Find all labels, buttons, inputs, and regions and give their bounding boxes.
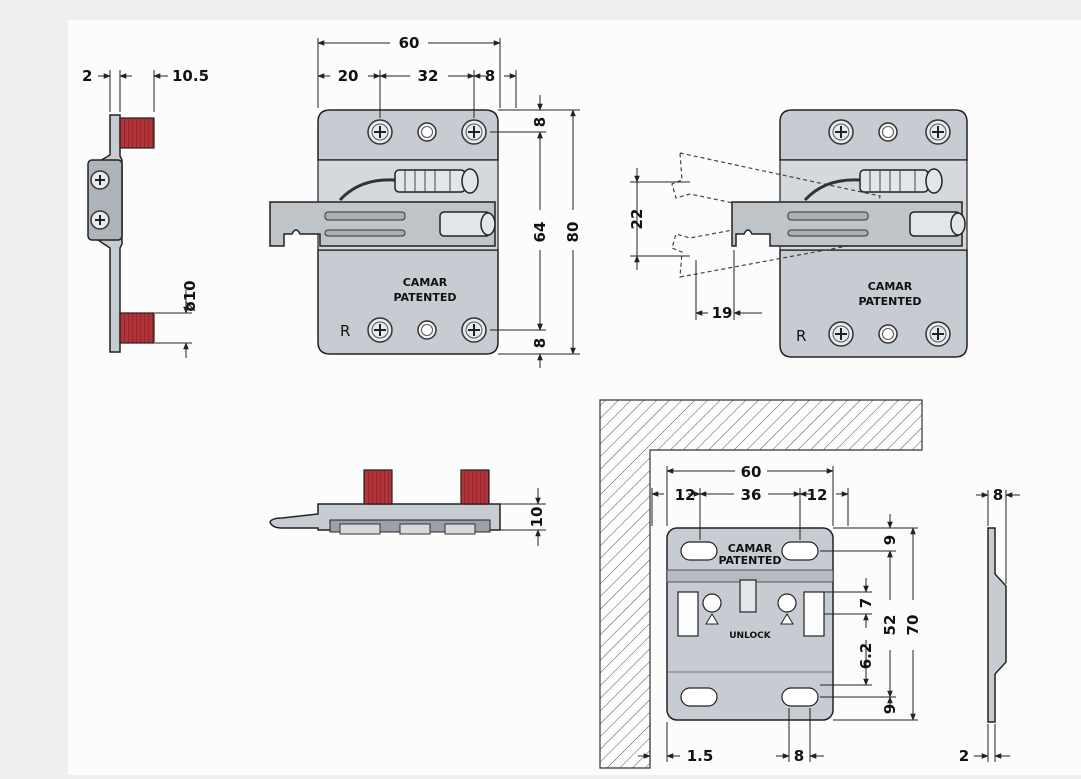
side-screw-top <box>90 170 110 190</box>
dim-adjust-travel: 19 <box>712 304 733 322</box>
dim-front-spacing: 32 <box>418 67 439 85</box>
dim-adjust-angle: 22 <box>628 209 646 230</box>
threaded-stud-bottom <box>119 312 155 344</box>
dim-plate-edge: 1.5 <box>687 747 714 765</box>
front-side-letter: R <box>340 322 350 340</box>
dim-plate-inner: 52 <box>881 615 899 636</box>
dim-plate-slot-height: 7 <box>857 598 875 608</box>
adjust-patented: PATENTED <box>858 295 921 308</box>
mount-screw-bottom-left <box>367 317 393 343</box>
bottom-view: 10 <box>269 469 546 546</box>
mount-screw-top-right <box>461 119 487 145</box>
bottom-stud-left <box>363 469 393 505</box>
mount-screw-top-left <box>367 119 393 145</box>
dim-side-plate-depth: 8 <box>993 486 1003 504</box>
front-patented: PATENTED <box>393 291 456 304</box>
side-screw-bottom <box>90 210 110 230</box>
wall-hatch <box>599 399 923 769</box>
dim-plate-slot-width: 8 <box>794 747 804 765</box>
adjust-brand: CAMAR <box>868 280 913 293</box>
dim-front-left: 20 <box>338 67 359 85</box>
mount-hole-bottom <box>417 320 437 340</box>
dim-front-bottom-margin: 8 <box>531 338 549 348</box>
plate-unlock-label: UNLOCK <box>729 631 772 641</box>
side-view: 2 10.5 ø10 <box>82 67 209 358</box>
adjust-side-letter: R <box>796 327 806 345</box>
mount-screw-bottom-right <box>461 317 487 343</box>
dim-front-right: 8 <box>485 67 495 85</box>
front-brand: CAMAR <box>403 276 448 289</box>
dim-plate-middle: 36 <box>741 486 762 504</box>
wall-plate-side-view: 8 2 <box>959 486 1020 765</box>
dim-plate-right: 12 <box>807 486 828 504</box>
dim-plate-bottom: 9 <box>881 704 899 714</box>
plate-patented: PATENTED <box>718 554 781 567</box>
dim-bottom-height: 10 <box>528 507 546 528</box>
dim-plate-offset: 6.2 <box>857 643 875 670</box>
dim-side-diameter: ø10 <box>181 280 199 311</box>
wall-plate-view: CAMAR PATENTED UNLOCK 60 12 36 12 <box>599 399 923 769</box>
dim-front-top-margin: 8 <box>531 117 549 127</box>
dim-side-plate-thickness: 2 <box>959 747 969 765</box>
dim-plate-height: 70 <box>904 615 922 636</box>
dim-front-height: 80 <box>564 222 582 243</box>
dim-plate-left: 12 <box>675 486 696 504</box>
dim-side-right: 10.5 <box>172 67 209 85</box>
dim-front-width: 60 <box>399 34 420 52</box>
plate-brand: CAMAR <box>728 542 773 555</box>
dim-front-hole-vertical: 64 <box>531 222 549 243</box>
threaded-stud-top <box>119 117 155 149</box>
front-view: CAMAR PATENTED R 60 20 32 8 8 64 <box>269 34 582 368</box>
mount-hole-top <box>417 122 437 142</box>
adjust-view: CAMAR PATENTED R 22 19 <box>628 109 968 358</box>
dim-plate-width: 60 <box>741 463 762 481</box>
dim-side-left: 2 <box>82 67 92 85</box>
bottom-stud-right <box>460 469 490 505</box>
dim-plate-top: 9 <box>881 535 899 545</box>
